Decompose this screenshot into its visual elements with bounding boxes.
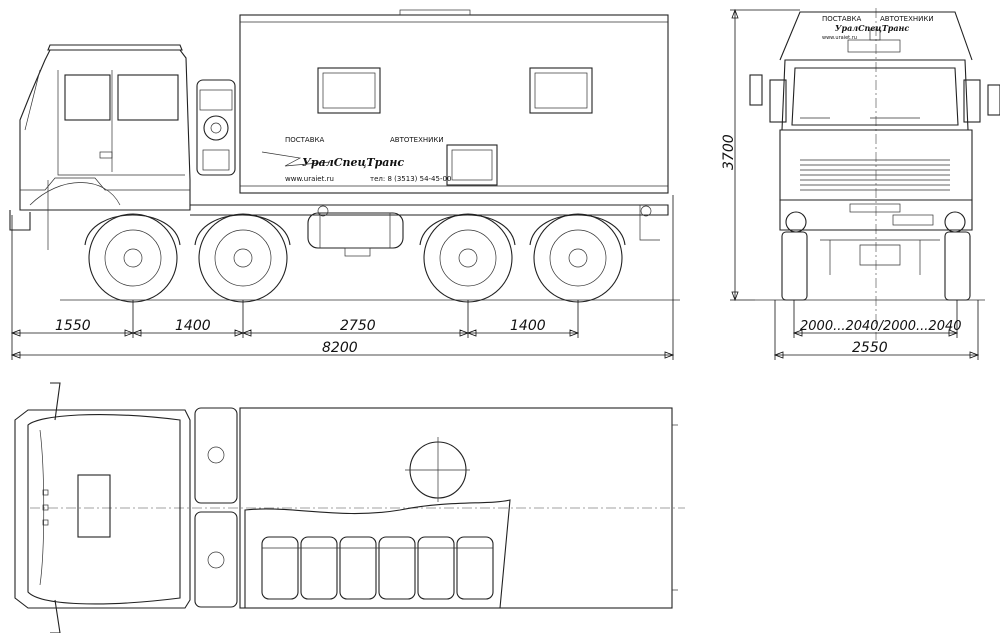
cab-side [9,44,191,250]
front-view: ПОСТАВКА АВТОТЕХНИКИ УралСпецТранс www.u… [721,8,1000,360]
dim-front-overhang: 1550 [55,318,91,334]
headlight-right [944,211,966,233]
cab-front [749,59,1000,233]
dim-wheelbase-3: 1400 [510,318,546,334]
fuel-tank [307,212,404,249]
dim-wheelbase-2: 2750 [340,318,376,334]
body-product-text: АВТОТЕХНИКИ [390,136,444,144]
wheel-4 [529,213,626,303]
front-supply-text: ПОСТАВКА [822,15,861,23]
front-dimensions [730,8,980,360]
front-product-text: АВТОТЕХНИКИ [880,15,934,23]
side-view: ПОСТАВКА АВТОТЕХНИКИ УралСпецТранс www.u… [9,9,680,360]
chassis-side [190,204,669,257]
cargo-body-side: ПОСТАВКА АВТОТЕХНИКИ УралСпецТранс www.u… [239,9,669,194]
cargo-body-top [239,407,678,609]
cab-top [14,382,191,633]
front-wheel-left [781,231,808,301]
seat-1 [261,536,299,600]
body-website-text: www.uraiet.ru [285,175,334,183]
body-phone-text: тел: 8 (3513) 54-45-00 [370,175,451,183]
body-supply-text: ПОСТАВКА [285,136,324,144]
radiator-grille [800,159,950,191]
seat-5 [417,536,455,600]
front-website-text: www.uraiet.ru [822,35,857,41]
headlight-left [785,211,807,233]
cutaway-section [244,499,511,609]
equipment-top [194,407,238,608]
wheel-1 [84,213,181,303]
seats [261,536,494,600]
brand-swoosh-icon [261,151,331,167]
wheel-2 [194,213,291,303]
dim-track-width: 2000...2040/2000...2040 [800,319,962,334]
body-front: ПОСТАВКА АВТОТЕХНИКИ УралСпецТранс www.u… [779,11,973,61]
seat-3 [339,536,377,600]
front-wheel-right [944,231,971,301]
roof-hatch [77,474,111,538]
body-brand-text: УралСпецТранс [302,156,404,169]
body-hatch [446,144,498,186]
seat-4 [378,536,416,600]
wheel-3 [419,213,516,303]
dim-overall-width: 2550 [852,340,888,356]
front-brand-text: УралСпецТранс [835,23,909,33]
body-window-left [317,67,381,114]
seat-2 [300,536,338,600]
dim-overall-height: 3700 [721,134,737,170]
dim-wheelbase-1: 1400 [175,318,211,334]
equipment-behind-cab [196,79,236,176]
top-view [14,382,685,633]
seat-6 [456,536,494,600]
dim-overall-length: 8200 [322,340,358,356]
side-dimensions [10,195,675,360]
body-window-right [529,67,593,114]
